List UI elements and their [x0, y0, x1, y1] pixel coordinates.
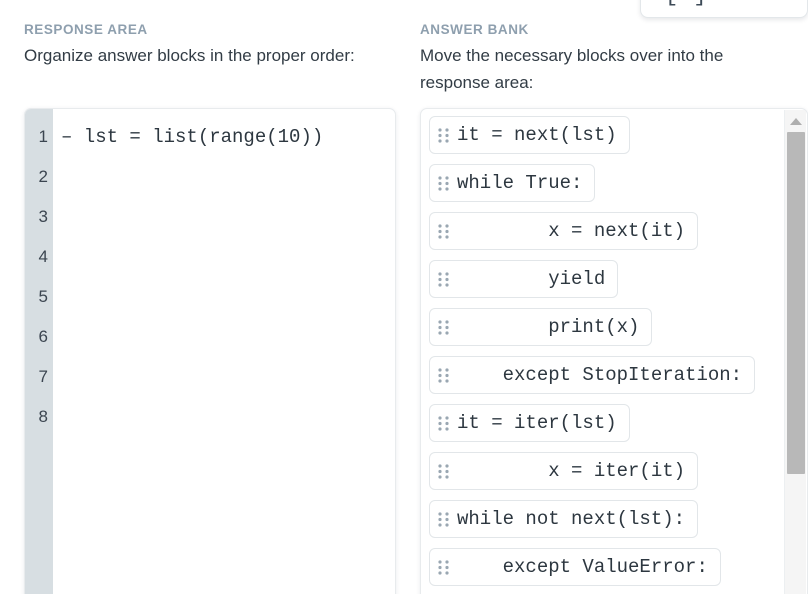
answer-block[interactable]: it = iter(lst): [429, 404, 630, 442]
answer-bank-scrollbar[interactable]: [784, 110, 806, 594]
answer-block[interactable]: x = next(it): [429, 212, 699, 250]
drag-handle-icon[interactable]: [438, 175, 449, 192]
scroll-up-arrow-icon[interactable]: [785, 113, 807, 129]
line-number: 6: [38, 327, 48, 346]
answer-bank-description: Move the necessary blocks over into the …: [420, 46, 724, 92]
response-code-line-empty[interactable]: [53, 277, 395, 317]
line-number: 4: [38, 247, 48, 266]
response-code-line-empty[interactable]: [53, 237, 395, 277]
response-area-label: RESPONSE AREA: [24, 22, 148, 37]
response-code-line-empty[interactable]: [53, 357, 395, 397]
answer-block-text: print(x): [457, 315, 640, 338]
drag-handle-icon[interactable]: [438, 319, 449, 336]
answer-block[interactable]: yield: [429, 260, 619, 298]
response-code-line-empty[interactable]: [53, 157, 395, 197]
response-area-column: RESPONSE AREA Organize answer blocks in …: [24, 0, 396, 69]
drag-handle-icon[interactable]: [438, 415, 449, 432]
answer-block-text: x = next(it): [457, 219, 686, 242]
answer-block[interactable]: it = next(lst): [429, 116, 630, 154]
drag-handle-icon[interactable]: [438, 367, 449, 384]
answer-block-text: it = iter(lst): [457, 411, 617, 434]
answer-block[interactable]: while True:: [429, 164, 596, 202]
line-number-gutter: 1 2 3 4 5 6 7 8: [25, 109, 53, 594]
answer-block[interactable]: except StopIteration:: [429, 356, 756, 394]
drag-handle-icon[interactable]: [438, 127, 449, 144]
line-number: 7: [38, 367, 48, 386]
answer-bank-panel: it = next(lst) while True: x = next(it) y…: [420, 108, 808, 594]
drag-handle-icon[interactable]: [438, 271, 449, 288]
response-code-line-empty[interactable]: [53, 317, 395, 357]
answer-bank-list: it = next(lst) while True: x = next(it) y…: [421, 109, 783, 594]
line-number: 3: [38, 207, 48, 226]
answer-block-text: x = iter(it): [457, 459, 686, 482]
line-number: 8: [38, 407, 48, 426]
drag-handle-icon[interactable]: [438, 223, 449, 240]
response-code-lines[interactable]: – lst = list(range(10)): [53, 109, 395, 594]
response-code-line-empty[interactable]: [53, 397, 395, 437]
answer-block[interactable]: while not next(lst):: [429, 500, 699, 538]
answer-bank-column: ANSWER BANK Move the necessary blocks ov…: [420, 0, 808, 96]
line-number: 1: [38, 127, 48, 146]
answer-block-text: while not next(lst):: [457, 507, 686, 530]
scroll-thumb[interactable]: [787, 132, 805, 474]
answer-block[interactable]: print(x): [429, 308, 653, 346]
response-code-line-filled[interactable]: – lst = list(range(10)): [61, 126, 324, 148]
answer-block-text: while True:: [457, 171, 583, 194]
drag-handle-icon[interactable]: [438, 559, 449, 576]
answer-block-text: except ValueError:: [457, 555, 708, 578]
drag-handle-icon[interactable]: [438, 511, 449, 528]
line-number: 2: [38, 167, 48, 186]
answer-block-text: except StopIteration:: [457, 363, 743, 386]
response-area-dropzone[interactable]: 1 2 3 4 5 6 7 8 – lst = list(range(10)): [24, 108, 396, 594]
answer-block-text: yield: [457, 267, 606, 290]
response-area-description: Organize answer blocks in the proper ord…: [24, 46, 355, 65]
answer-block[interactable]: except ValueError:: [429, 548, 721, 586]
drag-handle-icon[interactable]: [438, 463, 449, 480]
response-code-line-empty[interactable]: [53, 197, 395, 237]
answer-block-text: it = next(lst): [457, 123, 617, 146]
answer-block[interactable]: x = iter(it): [429, 452, 699, 490]
line-number: 5: [38, 287, 48, 306]
answer-bank-label: ANSWER BANK: [420, 22, 529, 37]
